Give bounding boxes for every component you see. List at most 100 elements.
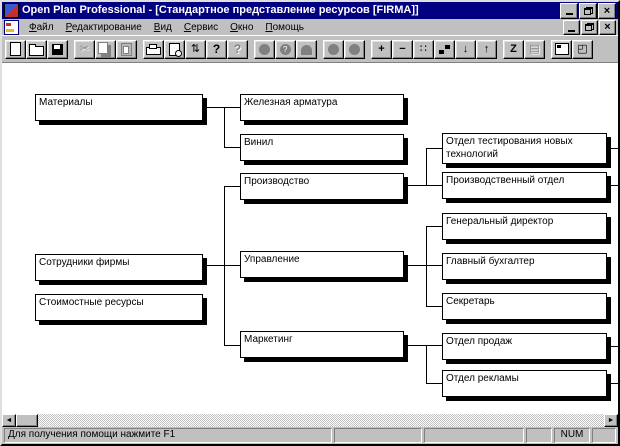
resource-arch-icon (301, 45, 312, 55)
connector-line (207, 107, 240, 108)
node-materials[interactable]: Материалы (35, 94, 203, 121)
status-bar: Для получения помощи нажмите F1 NUM (2, 427, 618, 444)
new-file-button[interactable] (5, 39, 26, 59)
node-label: Сотрудники фирмы (39, 257, 130, 268)
right-arrow-icon: ► (607, 417, 615, 424)
scroll-left-button[interactable]: ◄ (2, 414, 16, 427)
menu-item-file[interactable]: Файл (29, 21, 54, 33)
child-window-icon[interactable] (4, 19, 19, 35)
node-label: Железная арматура (244, 97, 338, 108)
toolbar-group: +− ∷ ↓ ↑ (371, 39, 497, 59)
restore-button[interactable] (581, 19, 598, 35)
node-production[interactable]: Производство (240, 173, 404, 200)
status-panel (424, 428, 524, 443)
arrow-down-icon: ↓ (462, 42, 469, 55)
scroll-right-button[interactable]: ► (604, 414, 618, 427)
node-production-dept[interactable]: Производственный отдел (442, 172, 607, 199)
node-management[interactable]: Управление (240, 251, 404, 278)
print-icon (146, 44, 161, 55)
status-message: Для получения помощи нажмите F1 (4, 428, 332, 443)
connector-line (426, 148, 427, 186)
app-icon[interactable] (4, 3, 19, 18)
node-label: Стоимостные ресурсы (39, 297, 144, 308)
remove-button[interactable]: − (392, 39, 413, 59)
minimize-button[interactable] (560, 2, 578, 19)
left-arrow-icon: ◄ (5, 417, 13, 424)
save-floppy-button[interactable] (47, 39, 68, 59)
node-vinyl[interactable]: Винил (240, 134, 404, 161)
horizontal-scrollbar[interactable]: ◄ ► (2, 414, 618, 427)
node-label: Материалы (39, 97, 93, 108)
connector-line (426, 383, 442, 384)
open-folder-button[interactable] (26, 39, 47, 59)
window-controls: × (559, 2, 616, 19)
close-icon: × (603, 4, 611, 17)
status-panel (334, 428, 422, 443)
node-secretary[interactable]: Секретарь (442, 293, 607, 320)
add-button[interactable]: + (371, 39, 392, 59)
menu-item-tools[interactable]: Сервис (183, 21, 219, 33)
node-cost-resources[interactable]: Стоимостные ресурсы (35, 294, 203, 321)
connector-line (408, 185, 442, 186)
title-bar: Open Plan Professional - [Стандартное пр… (2, 2, 618, 19)
node-label: Отдел продаж (446, 336, 513, 347)
close-button[interactable]: × (598, 2, 616, 19)
toolbar-group: Z▤ (503, 39, 545, 59)
restore-button[interactable] (579, 2, 597, 19)
connector-line (426, 345, 427, 384)
node-label: Производственный отдел (446, 175, 565, 186)
connector-line (611, 346, 618, 347)
print-button[interactable] (143, 39, 164, 59)
menu-items: Файл Редактирование Вид Сервис Окно Помощь (23, 20, 562, 35)
new-file-icon (10, 42, 21, 56)
print-preview-button[interactable] (164, 39, 185, 59)
node-marketing[interactable]: Маркетинг (240, 331, 404, 358)
node-company-staff[interactable]: Сотрудники фирмы (35, 254, 203, 281)
num-lock-indicator: NUM (554, 428, 590, 443)
link-nodes-icon: ∷ (420, 42, 427, 55)
print-preview-icon (169, 42, 182, 57)
node-chief-accountant[interactable]: Главный бухгалтер (442, 253, 607, 280)
connector-line (611, 383, 618, 384)
import-export-icon: ⇅ (190, 42, 201, 55)
menu-bar: Файл Редактирование Вид Сервис Окно Помощь × (2, 19, 618, 35)
remove-icon: − (399, 42, 406, 55)
resource-circle-button (254, 39, 275, 59)
arrow-down-button[interactable]: ↓ (455, 39, 476, 59)
arrow-up-button[interactable]: ↑ (476, 39, 497, 59)
window-expand-button[interactable]: ◰ (572, 39, 593, 59)
open-folder-icon (29, 43, 44, 56)
close-button[interactable]: × (599, 19, 616, 35)
save-floppy-icon (52, 43, 63, 55)
menu-item-help[interactable]: Помощь (265, 21, 305, 33)
import-export-button[interactable]: ⇅ (185, 39, 206, 59)
toolbar: ✂⇅??+−∷↓↑Z▤◰ (2, 35, 618, 63)
menu-item-window[interactable]: Окно (230, 21, 254, 33)
window-tile-icon (554, 43, 569, 55)
node-general-director[interactable]: Генеральный директор (442, 213, 607, 240)
cut-button: ✂ (74, 39, 95, 59)
node-iron-fittings[interactable]: Железная арматура (240, 94, 404, 121)
menu-item-view[interactable]: Вид (153, 21, 172, 33)
node-label: Управление (244, 254, 300, 265)
window-tile-button[interactable] (551, 39, 572, 59)
toolbar-group: ◰ (551, 39, 593, 59)
zigzag-button[interactable]: Z (503, 39, 524, 59)
menu-item-edit[interactable]: Редактирование (65, 21, 142, 33)
node-new-tech-testing-dept[interactable]: Отдел тестирования новых технологий (442, 133, 607, 164)
minimize-button[interactable] (563, 19, 580, 35)
paste-icon (121, 42, 132, 56)
node-label: Главный бухгалтер (446, 256, 535, 267)
node-advertising-dept[interactable]: Отдел рекламы (442, 370, 607, 397)
connector-line (426, 226, 427, 307)
help-button[interactable]: ? (206, 39, 227, 59)
toolbar-group: ✂ (74, 39, 137, 59)
status-panel (592, 428, 616, 443)
link-nodes-button[interactable]: ∷ (413, 39, 434, 59)
resource-circle-icon (259, 43, 270, 55)
node-sales-dept[interactable]: Отдел продаж (442, 333, 607, 360)
scrollbar-thumb[interactable] (16, 414, 38, 427)
steps-button[interactable] (434, 39, 455, 59)
